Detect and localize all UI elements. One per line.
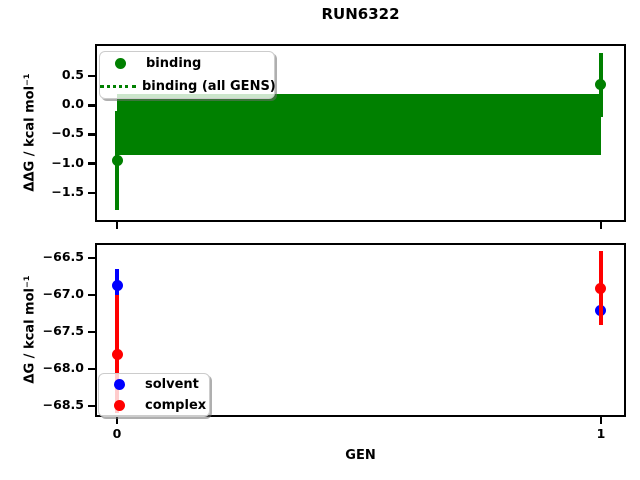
legend-marker-cell — [100, 84, 136, 88]
y-tick — [88, 74, 95, 78]
y-tick — [88, 293, 95, 297]
legend-item-complex: complex — [99, 395, 209, 416]
legend-label-binding: binding — [146, 56, 202, 72]
legend-label-complex: complex — [145, 398, 207, 413]
y-tick-label: −1.5 — [51, 183, 84, 199]
legend-marker-cell — [99, 400, 139, 411]
x-tick-label: 0 — [112, 426, 122, 441]
binding-data-point — [111, 155, 123, 167]
complex-data-point — [111, 348, 123, 360]
binding-marker-icon — [114, 58, 126, 70]
legend-label-binding-all-gens: binding (all GENS) — [142, 78, 276, 94]
x-tick-label: 1 — [596, 426, 606, 441]
confidence-band — [117, 93, 601, 156]
solvent-marker-icon — [113, 379, 125, 390]
y-tick-label: 0.5 — [61, 67, 84, 83]
y-tick-label: −68.0 — [42, 359, 84, 375]
chart-title: RUN6322 — [321, 5, 400, 23]
y-tick — [88, 162, 95, 165]
x-tick — [599, 222, 603, 229]
solvent-data-point — [111, 280, 123, 292]
legend-marker-cell — [100, 58, 140, 70]
y-tick-label: −1.0 — [51, 154, 84, 170]
complex-data-point — [595, 282, 607, 294]
y-tick-label: −67.0 — [42, 285, 84, 301]
top-legend: binding binding (all GENS) — [99, 51, 276, 99]
y-tick — [88, 133, 95, 136]
y-tick-label: −0.5 — [51, 125, 84, 141]
y-tick — [88, 104, 95, 107]
y-tick-label: −66.5 — [42, 248, 84, 264]
y-tick — [88, 367, 95, 371]
x-tick — [115, 417, 119, 424]
y-tick-label: −68.5 — [42, 396, 84, 412]
bottom-legend: solvent complex — [98, 373, 210, 417]
binding-all-gens-dotted-line-icon — [100, 84, 136, 88]
complex-marker-icon — [113, 400, 125, 411]
legend-marker-cell — [99, 379, 139, 390]
binding-data-point — [595, 79, 607, 91]
y-tick — [88, 404, 95, 408]
y-tick — [88, 330, 95, 334]
y-tick-label: 0.0 — [61, 96, 84, 112]
legend-item-binding: binding — [100, 53, 274, 74]
legend-item-binding-all-gens: binding (all GENS) — [100, 76, 276, 97]
y-tick-label: −67.5 — [42, 322, 84, 338]
legend-label-solvent: solvent — [145, 377, 199, 392]
x-axis-label: GEN — [345, 448, 376, 463]
legend-item-solvent: solvent — [99, 374, 209, 395]
y-tick — [88, 191, 95, 195]
x-tick — [599, 417, 603, 424]
y-tick — [88, 256, 95, 260]
x-tick — [115, 222, 119, 229]
